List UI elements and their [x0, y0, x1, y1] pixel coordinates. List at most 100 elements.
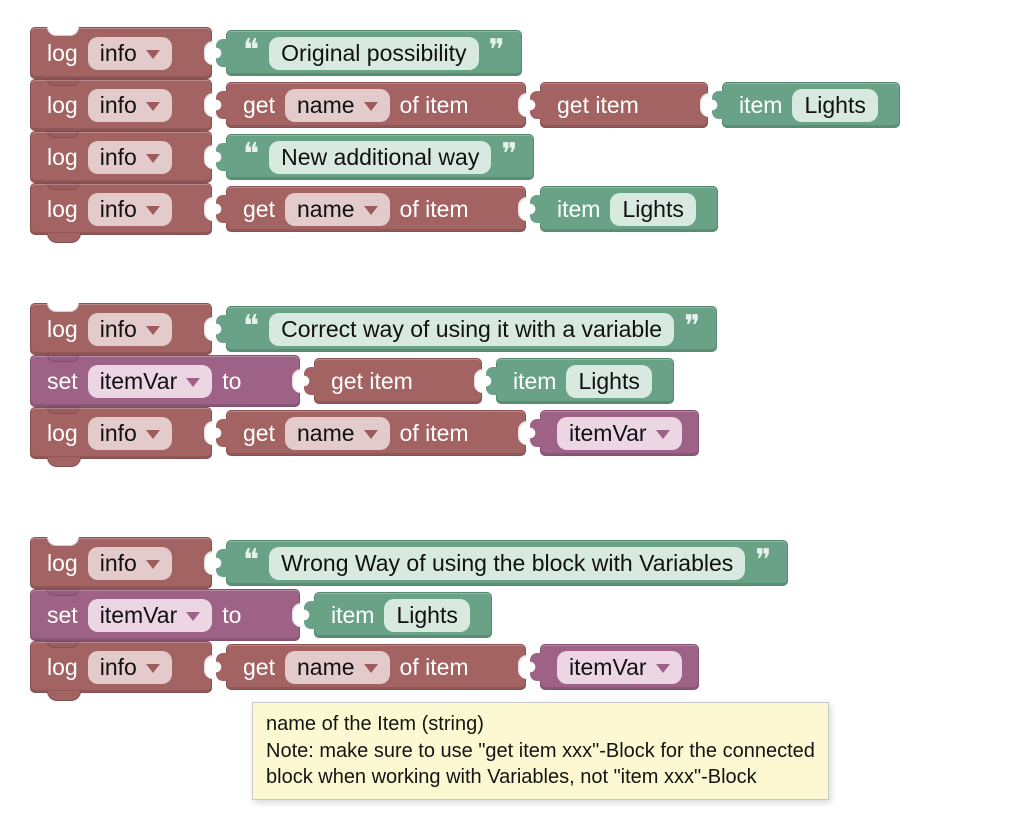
item-name: Lights — [622, 195, 684, 222]
log-level-dropdown[interactable]: info — [87, 192, 172, 226]
puzzle-tab-icon — [216, 549, 228, 577]
attribute-dropdown[interactable]: name — [284, 192, 390, 226]
log-level-dropdown[interactable]: info — [87, 650, 172, 684]
log-level-dropdown[interactable]: info — [87, 546, 172, 580]
close-quote-icon: ❞ — [755, 544, 772, 577]
puzzle-tab-icon — [530, 195, 542, 223]
input-socket — [204, 41, 213, 65]
string-literal-block[interactable]: ❝ New additional way ❞ — [216, 134, 535, 180]
dropdown-arrow-icon — [363, 430, 378, 439]
log-label: log — [47, 315, 78, 342]
string-text: Original possibility — [281, 39, 467, 66]
input-socket — [700, 93, 709, 117]
log-level-dropdown[interactable]: info — [87, 312, 172, 346]
dropdown-arrow-icon — [145, 326, 160, 335]
block-stack-2: log info ❝ Correct way of using it with … — [30, 303, 718, 467]
block-row: set itemVar to get item item Lights — [30, 355, 717, 407]
log-statement-block[interactable]: log info — [30, 303, 213, 355]
variable-name: itemVar — [569, 419, 647, 446]
log-label: log — [47, 91, 78, 118]
get-item-block[interactable]: get item — [304, 358, 483, 404]
to-label: to — [222, 601, 242, 628]
item-name-field[interactable]: Lights — [792, 88, 878, 122]
input-socket — [204, 145, 213, 169]
item-name-field[interactable]: Lights — [610, 192, 696, 226]
log-statement-block[interactable]: log info — [30, 131, 213, 183]
variable-block[interactable]: itemVar — [530, 410, 699, 456]
get-item-attribute-block[interactable]: get name of item — [216, 186, 527, 232]
log-statement-block[interactable]: log info — [30, 183, 213, 243]
get-item-attribute-block[interactable]: get name of item — [216, 410, 527, 456]
input-socket — [292, 603, 301, 627]
log-level-dropdown[interactable]: info — [87, 88, 172, 122]
log-statement-block[interactable]: log info — [30, 79, 213, 131]
get-label: get — [243, 653, 275, 680]
attribute-value: name — [296, 653, 355, 680]
variable-dropdown[interactable]: itemVar — [87, 364, 213, 398]
log-level-value: info — [99, 549, 137, 576]
item-name: Lights — [578, 367, 640, 394]
attribute-dropdown[interactable]: name — [284, 88, 390, 122]
dropdown-arrow-icon — [145, 50, 160, 59]
log-statement-block[interactable]: log info — [30, 537, 213, 589]
item-picker-block[interactable]: item Lights — [530, 186, 718, 232]
dropdown-arrow-icon — [145, 154, 160, 163]
log-level-value: info — [99, 143, 137, 170]
tooltip: name of the Item (string) Note: make sur… — [252, 702, 829, 800]
string-value-field[interactable]: Original possibility — [269, 36, 479, 70]
item-picker-block[interactable]: item Lights — [304, 592, 492, 638]
block-row: log info ❝ New additional way ❞ — [30, 131, 900, 183]
attribute-dropdown[interactable]: name — [284, 650, 390, 684]
log-statement-block[interactable]: log info — [30, 641, 213, 701]
block-stack-1: log info ❝ Original possibility ❞ log — [30, 27, 900, 243]
puzzle-tab-icon — [530, 653, 542, 681]
log-level-dropdown[interactable]: info — [87, 416, 172, 450]
item-name: Lights — [804, 91, 866, 118]
item-picker-block[interactable]: item Lights — [486, 358, 674, 404]
string-value-field[interactable]: Wrong Way of using the block with Variab… — [269, 546, 746, 580]
string-literal-block[interactable]: ❝ Original possibility ❞ — [216, 30, 522, 76]
get-item-attribute-block[interactable]: get name of item — [216, 644, 527, 690]
attribute-value: name — [296, 91, 355, 118]
variable-dropdown[interactable]: itemVar — [87, 598, 213, 632]
dropdown-arrow-icon — [186, 612, 201, 621]
log-level-dropdown[interactable]: info — [87, 36, 172, 70]
set-variable-block[interactable]: set itemVar to — [30, 589, 301, 641]
of-item-label: of item — [399, 91, 469, 118]
log-statement-block[interactable]: log info — [30, 407, 213, 467]
log-label: log — [47, 39, 78, 66]
block-row: log info get name of item item — [30, 183, 900, 243]
log-statement-block[interactable]: log info — [30, 27, 213, 79]
input-socket — [204, 421, 213, 445]
get-item-attribute-block[interactable]: get name of item — [216, 82, 527, 128]
get-item-block[interactable]: get item — [530, 82, 709, 128]
set-label: set — [47, 601, 78, 628]
string-value-field[interactable]: Correct way of using it with a variable — [269, 312, 675, 346]
log-level-dropdown[interactable]: info — [87, 140, 172, 174]
close-quote-icon: ❞ — [501, 138, 518, 171]
open-quote-icon: ❝ — [243, 34, 260, 67]
variable-name: itemVar — [99, 367, 178, 394]
item-picker-block[interactable]: item Lights — [712, 82, 900, 128]
item-name-field[interactable]: Lights — [566, 364, 652, 398]
log-level-value: info — [99, 653, 137, 680]
set-variable-block[interactable]: set itemVar to — [30, 355, 301, 407]
variable-block[interactable]: itemVar — [530, 644, 699, 690]
string-literal-block[interactable]: ❝ Wrong Way of using the block with Vari… — [216, 540, 789, 586]
dropdown-arrow-icon — [145, 560, 160, 569]
string-value-field[interactable]: New additional way — [269, 140, 492, 174]
item-name-field[interactable]: Lights — [384, 598, 470, 632]
variable-dropdown[interactable]: itemVar — [557, 650, 682, 684]
input-socket — [518, 93, 527, 117]
get-item-label: get item — [557, 91, 639, 118]
set-label: set — [47, 367, 78, 394]
string-literal-block[interactable]: ❝ Correct way of using it with a variabl… — [216, 306, 718, 352]
attribute-dropdown[interactable]: name — [284, 416, 390, 450]
dropdown-arrow-icon — [363, 206, 378, 215]
open-quote-icon: ❝ — [243, 310, 260, 343]
log-level-value: info — [99, 91, 137, 118]
input-socket — [518, 421, 527, 445]
variable-dropdown[interactable]: itemVar — [557, 416, 682, 450]
block-row: set itemVar to item Lights — [30, 589, 788, 641]
